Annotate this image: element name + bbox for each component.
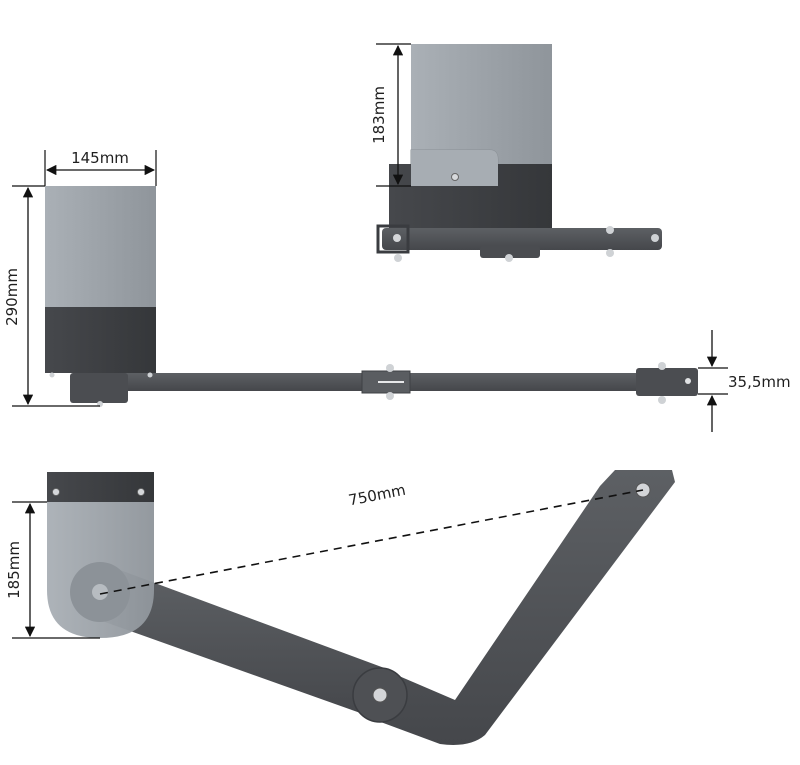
top-unit-pivot (480, 246, 540, 258)
dim-290: 290mm (3, 185, 100, 407)
dim-145: 145mm (44, 149, 157, 186)
top-unit-bolt-icon (393, 234, 401, 242)
dim-185-label: 185mm (5, 541, 23, 599)
dim-290-label: 290mm (3, 268, 21, 326)
plan-unit-pivot-pin-icon (92, 584, 108, 600)
side-view-unit (45, 186, 698, 407)
top-view-unit (376, 44, 662, 262)
dim-35-5: 35,5mm (698, 330, 791, 432)
dim-185: 185mm (5, 501, 100, 639)
side-unit-end-nut-icon (658, 396, 666, 404)
dim-183: 183mm (370, 43, 411, 187)
top-unit-nut-icon-4 (606, 249, 614, 257)
dim-35-5-label: 35,5mm (728, 373, 791, 391)
plan-unit-elbow-bolt-icon (372, 687, 388, 703)
top-unit-screw-icon (451, 173, 459, 181)
side-unit-housing-light (45, 186, 156, 308)
top-unit-nut-icon-3 (606, 226, 614, 234)
plan-view-unit (47, 470, 675, 745)
top-unit-motor-block (389, 186, 552, 228)
plan-unit-screw-icon (52, 488, 60, 496)
top-unit-bracket (376, 224, 410, 254)
side-unit-end-pin-icon (685, 378, 691, 384)
side-unit-end-bolt-icon (658, 362, 666, 370)
top-unit-end-bolt-icon (651, 234, 659, 242)
top-unit-cover-lip (411, 150, 498, 186)
side-unit-screw-icon (49, 372, 55, 378)
dim-145-label: 145mm (71, 149, 129, 167)
plan-unit-arm-2 (370, 470, 675, 745)
top-unit-nut-icon (394, 254, 402, 262)
top-unit-nut-icon-2 (505, 254, 513, 262)
plan-unit-mount-plate (47, 472, 154, 502)
dim-183-label: 183mm (370, 86, 388, 144)
plan-unit-arm-1 (95, 570, 395, 720)
side-unit-pivot-block (70, 373, 128, 403)
top-unit-arm (382, 228, 662, 250)
side-unit-screw-icon-2 (147, 372, 153, 378)
plan-unit-screw-icon-2 (137, 488, 145, 496)
side-unit-nut-icon (386, 392, 394, 400)
dim-750-label: 750mm (347, 481, 407, 510)
side-unit-bolt-icon (386, 364, 394, 372)
side-unit-housing-dark (45, 307, 156, 373)
side-unit-end-block (636, 368, 698, 396)
